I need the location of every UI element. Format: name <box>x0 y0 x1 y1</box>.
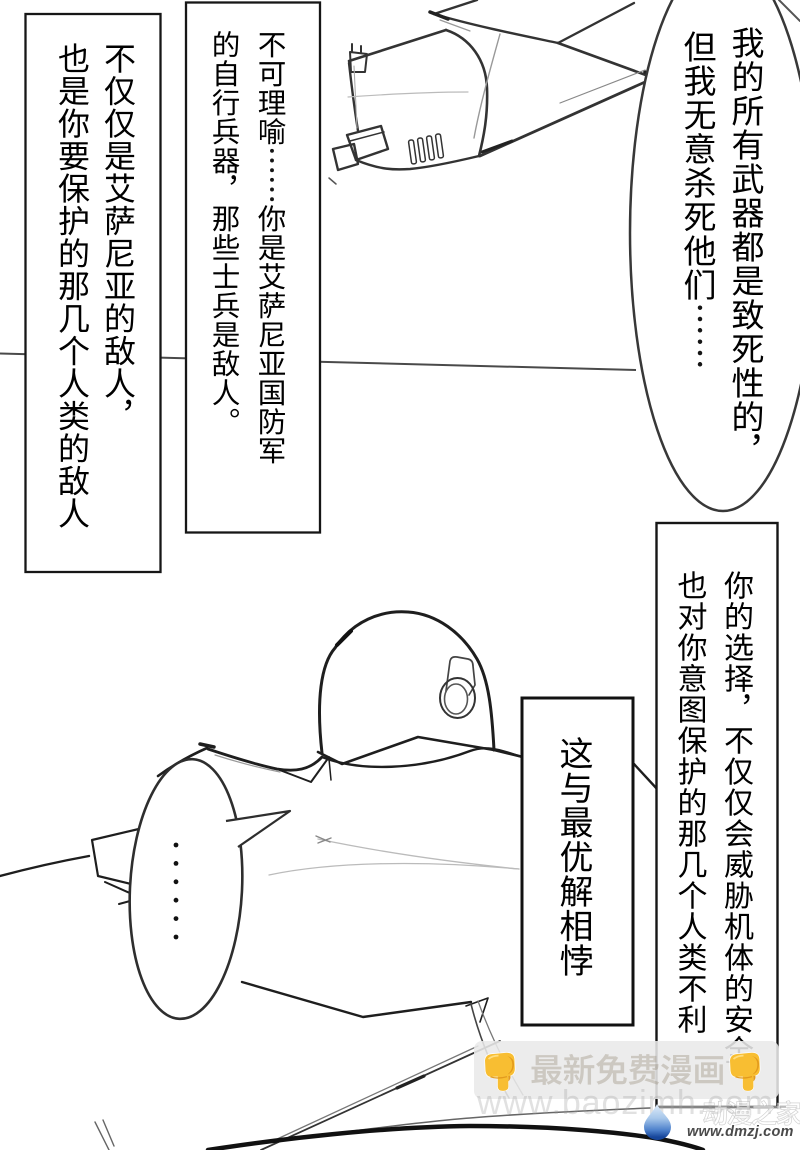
svg-text:www.dmzj.com: www.dmzj.com <box>687 1124 794 1140</box>
